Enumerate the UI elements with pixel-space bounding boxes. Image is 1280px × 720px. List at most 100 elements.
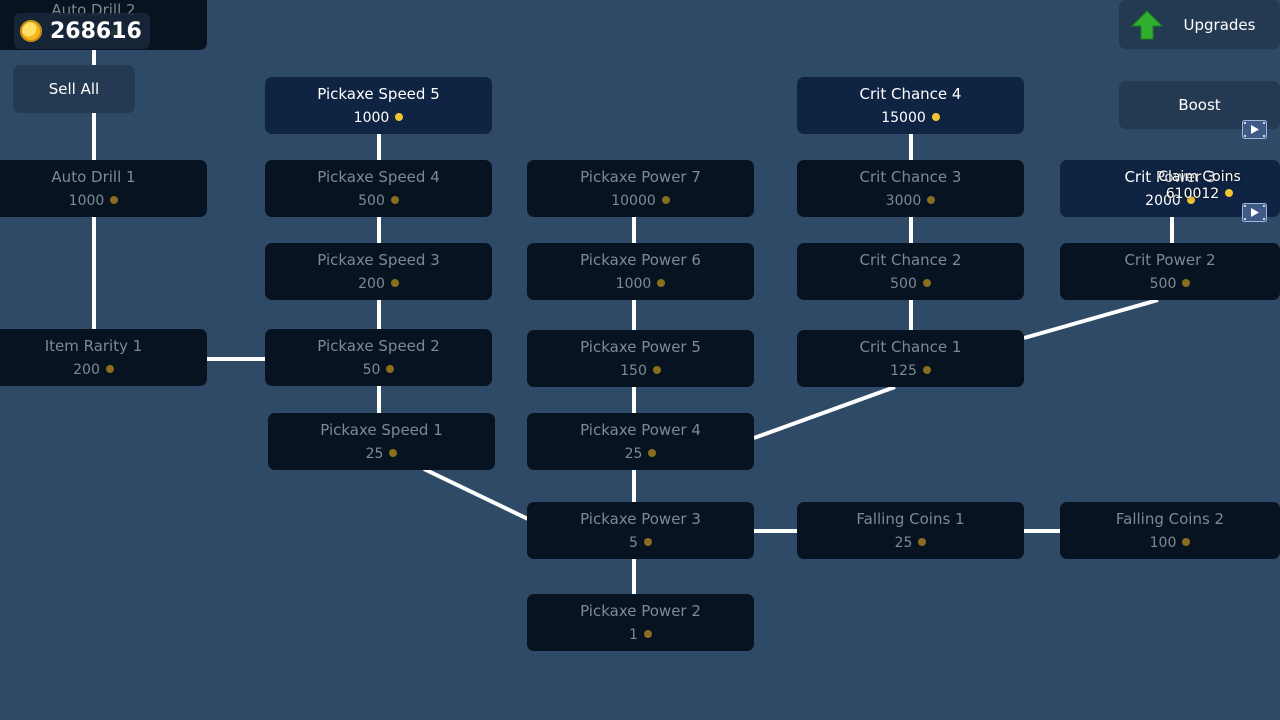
node-cost: 3000: [797, 193, 1024, 210]
node-cost: 5: [527, 535, 754, 552]
coin-icon: [390, 196, 399, 204]
node-pickaxe-speed-1[interactable]: Pickaxe Speed 1 25: [268, 413, 495, 470]
node-auto-drill-1[interactable]: Auto Drill 1 1000: [0, 160, 207, 217]
node-cost-value: 3000: [885, 193, 922, 209]
node-cost-value: 5: [629, 535, 638, 551]
node-cost: 125: [797, 363, 1024, 380]
node-cost-value: 25: [365, 446, 384, 462]
node-cost-value: 200: [73, 362, 100, 378]
video-icon: [1242, 120, 1267, 139]
node-cost-value: 10000: [611, 193, 656, 209]
upgrades-button[interactable]: Upgrades: [1119, 0, 1280, 49]
coin-counter: 268616: [14, 13, 150, 49]
node-cost: 200: [265, 276, 492, 293]
node-name: Crit Chance 1: [859, 338, 962, 356]
node-cost: 2000: [1060, 193, 1280, 210]
coin-icon: [918, 538, 927, 546]
node-name: Crit Power 2: [1124, 251, 1216, 269]
green-up-arrow-icon: [1131, 10, 1163, 40]
node-pickaxe-power-7[interactable]: Pickaxe Power 7 10000: [527, 160, 754, 217]
node-crit-chance-3[interactable]: Crit Chance 3 3000: [797, 160, 1024, 217]
node-cost: 10000: [527, 193, 754, 210]
node-pickaxe-power-6[interactable]: Pickaxe Power 6 1000: [527, 243, 754, 300]
node-pickaxe-power-2[interactable]: Pickaxe Power 2 1: [527, 594, 754, 651]
node-name: Falling Coins 2: [1115, 510, 1225, 528]
node-pickaxe-speed-2[interactable]: Pickaxe Speed 2 50: [265, 329, 492, 386]
node-pickaxe-power-4[interactable]: Pickaxe Power 4 25: [527, 413, 754, 470]
node-name: Pickaxe Speed 2: [317, 337, 440, 355]
coin-icon: [395, 113, 404, 121]
node-name: Pickaxe Power 4: [580, 421, 701, 439]
node-name: Pickaxe Speed 5: [317, 85, 440, 103]
claim-coins-value: 610012: [1165, 186, 1220, 202]
node-crit-power-2[interactable]: Crit Power 2 500: [1060, 243, 1280, 300]
node-pickaxe-speed-4[interactable]: Pickaxe Speed 4 500: [265, 160, 492, 217]
coin-icon: [110, 196, 119, 204]
coin-icon: [648, 449, 657, 457]
node-cost-value: 125: [890, 363, 917, 379]
node-falling-coins-1[interactable]: Falling Coins 1 25: [797, 502, 1024, 559]
node-cost-value: 100: [1149, 535, 1177, 551]
coin-icon: [390, 279, 399, 287]
claim-coins-amount: 610012: [1165, 186, 1234, 203]
node-cost: 1000: [0, 193, 207, 210]
node-name: Auto Drill 1: [51, 168, 136, 186]
coin-icon: [643, 630, 652, 638]
node-cost-value: 1000: [353, 110, 390, 126]
node-name: Item Rarity 1: [44, 337, 143, 355]
node-name: Pickaxe Power 2: [580, 602, 701, 620]
node-name: Crit Chance 4: [859, 85, 962, 103]
coin-icon: [389, 449, 398, 457]
node-cost: 50: [265, 362, 492, 379]
coin-icon: [643, 538, 652, 546]
upgrades-label: Upgrades: [1183, 15, 1256, 34]
node-falling-coins-2[interactable]: Falling Coins 2 100: [1060, 502, 1280, 559]
node-cost: 150: [527, 363, 754, 380]
coin-icon: [20, 20, 42, 42]
node-cost-value: 500: [890, 276, 917, 292]
coin-icon: [922, 279, 931, 287]
node-pickaxe-power-5[interactable]: Pickaxe Power 5 150: [527, 330, 754, 387]
coin-icon: [1225, 189, 1234, 197]
node-name: Pickaxe Power 3: [580, 510, 701, 528]
coin-icon: [922, 366, 931, 374]
coin-amount: 268616: [50, 18, 142, 44]
node-cost: 25: [797, 535, 1024, 552]
coin-icon: [1182, 538, 1191, 546]
node-crit-chance-4[interactable]: Crit Chance 4 15000: [797, 77, 1024, 134]
node-name: Pickaxe Power 5: [580, 338, 701, 356]
node-pickaxe-speed-3[interactable]: Pickaxe Speed 3 200: [265, 243, 492, 300]
claim-coins-label: Claim Coins: [1158, 169, 1241, 185]
node-name: Pickaxe Power 7: [580, 168, 701, 186]
node-cost: 1000: [265, 110, 492, 127]
node-cost: 200: [0, 362, 207, 379]
node-cost: 100: [1060, 535, 1280, 552]
coin-icon: [927, 196, 936, 204]
node-cost-value: 25: [894, 535, 913, 551]
node-pickaxe-speed-5[interactable]: Pickaxe Speed 5 1000: [265, 77, 492, 134]
node-cost-value: 1: [629, 627, 638, 643]
node-item-rarity-1[interactable]: Item Rarity 1 200: [0, 329, 207, 386]
node-pickaxe-power-3[interactable]: Pickaxe Power 3 5: [527, 502, 754, 559]
coin-icon: [105, 365, 114, 373]
node-crit-chance-1[interactable]: Crit Chance 1 125: [797, 330, 1024, 387]
node-name: Crit Power 3: [1124, 168, 1216, 186]
coin-icon: [931, 113, 940, 121]
node-cost-value: 200: [358, 276, 385, 292]
node-cost: 500: [265, 193, 492, 210]
node-cost: 500: [797, 276, 1024, 293]
node-cost: 15000: [797, 110, 1024, 127]
coin-icon: [652, 366, 661, 374]
coin-icon: [386, 365, 395, 373]
node-name: Crit Chance 3: [859, 168, 962, 186]
node-cost-value: 15000: [881, 110, 926, 126]
node-name: Pickaxe Speed 3: [317, 251, 440, 269]
node-cost-value: 500: [358, 193, 385, 209]
video-icon: [1242, 203, 1267, 222]
node-cost-value: 25: [624, 446, 643, 462]
sell-all-button[interactable]: Sell All: [13, 65, 135, 113]
node-crit-chance-2[interactable]: Crit Chance 2 500: [797, 243, 1024, 300]
node-cost-value: 50: [362, 362, 381, 378]
claim-coins-button[interactable]: Claim Coins 610012: [1119, 161, 1280, 211]
